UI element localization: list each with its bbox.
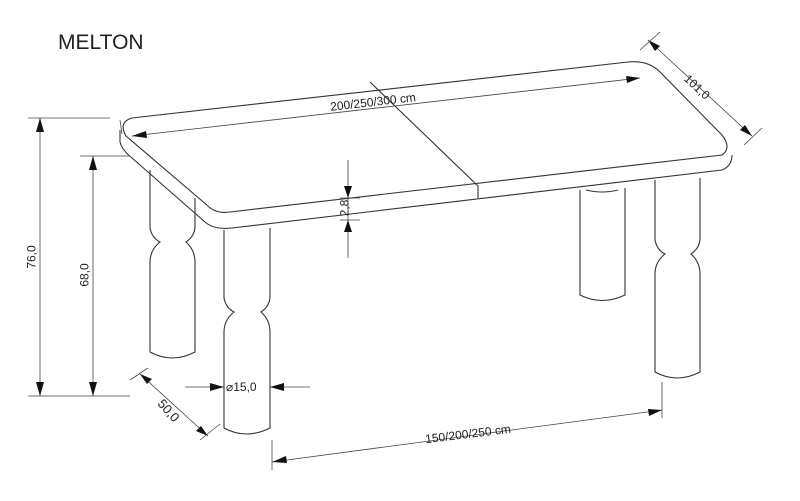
total-height-label: 76,0 bbox=[24, 245, 39, 269]
product-title: MELTON bbox=[58, 31, 144, 54]
top-thickness-label: 2,8 bbox=[337, 199, 352, 217]
leg-height-label: 68,0 bbox=[77, 263, 92, 287]
dimension-lines bbox=[28, 31, 763, 470]
leg-diameter-label: ⌀15,0 bbox=[226, 380, 257, 394]
table-legs bbox=[149, 170, 701, 435]
table-top bbox=[119, 61, 733, 229]
